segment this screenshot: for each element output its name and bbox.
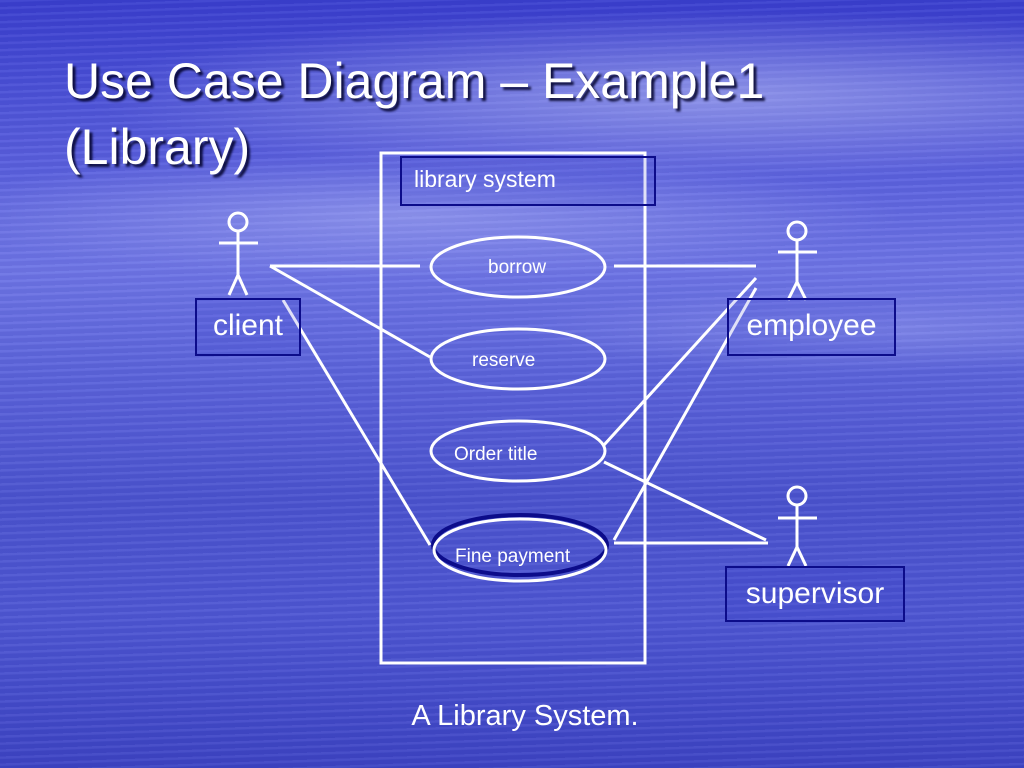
supervisor-label: supervisor (725, 566, 905, 622)
use-case-borrow (429, 235, 607, 299)
employee-label: employee (727, 298, 896, 356)
use-case-fine-payment (432, 517, 608, 583)
client-label: client (195, 298, 301, 356)
use-case-borrow-label: borrow (488, 257, 547, 278)
diagram-caption: A Library System. (411, 700, 639, 732)
use-case-reserve (429, 327, 607, 391)
assoc-employee-fine-payment (612, 287, 758, 541)
system-label: library system (400, 156, 656, 206)
assoc-client-fine-payment (281, 299, 432, 546)
slide-title: Use Case Diagram – Example1 (Library) (64, 48, 764, 180)
use-case-order-title (429, 419, 607, 483)
system-boundary (379, 151, 647, 665)
employee-actor-icon (778, 220, 817, 301)
use-case-reserve-label: reserve (472, 350, 536, 371)
assoc-supervisor-order-title (603, 460, 767, 542)
client-actor-icon (219, 211, 258, 296)
assoc-client-reserve (269, 264, 431, 359)
use-case-fine-payment-shadow (431, 513, 609, 577)
assoc-employee-order-title (602, 276, 758, 447)
slide-title-line-1: Use Case Diagram – Example1 (64, 53, 765, 109)
slide-title-line-2: (Library) (64, 119, 251, 175)
supervisor-actor-icon (778, 485, 817, 567)
use-case-fine-payment-label: Fine payment (455, 546, 571, 567)
use-case-order-title-label: Order title (454, 444, 538, 465)
